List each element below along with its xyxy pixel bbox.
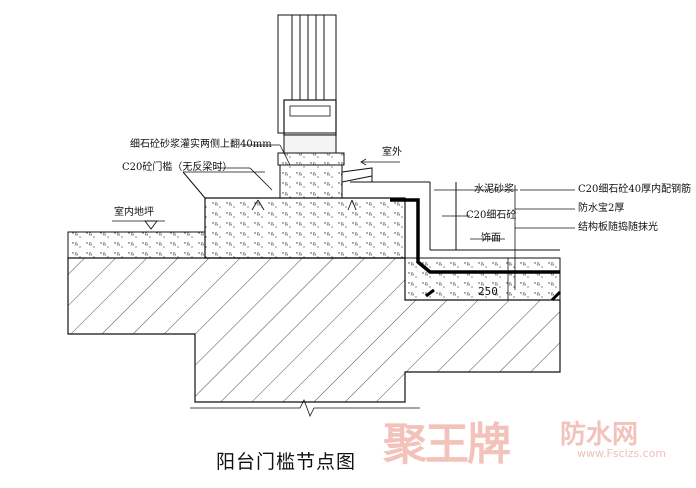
label-fine-stone-mortar: 细石砼砂浆灌实两侧上翻40mm [130, 139, 272, 150]
watermark-url: www.Fsclzs.com [577, 447, 667, 460]
label-cement-mortar: 水泥砂浆 [474, 184, 514, 195]
watermark-suffix: 防水网 [560, 420, 639, 450]
label-indoor-floor: 室内地坪 [114, 207, 154, 218]
watermark-brand: 聚王牌 [383, 419, 511, 470]
drawing-caption: 阳台门槛节点图 [216, 451, 357, 473]
waterproof-membrane [390, 198, 560, 274]
label-dim-250: 250 [478, 285, 498, 298]
label-waterproof: 防水宝2厚 [578, 203, 625, 214]
door-frame [277, 14, 337, 134]
c20-sill-block [204, 197, 406, 259]
label-c20-sill: C20砼门槛（无反梁时） [122, 162, 233, 173]
label-c20-fine-stone: C20细石砼 [466, 210, 517, 221]
label-outdoor: 室外 [382, 147, 402, 158]
label-c20-40-steel: C20细石砼40厚内配钢筋 [578, 184, 692, 195]
label-structure-slab: 结构板随捣随抹光 [578, 222, 658, 233]
indoor-screed [67, 231, 206, 259]
label-finish: 饰面 [481, 233, 501, 244]
